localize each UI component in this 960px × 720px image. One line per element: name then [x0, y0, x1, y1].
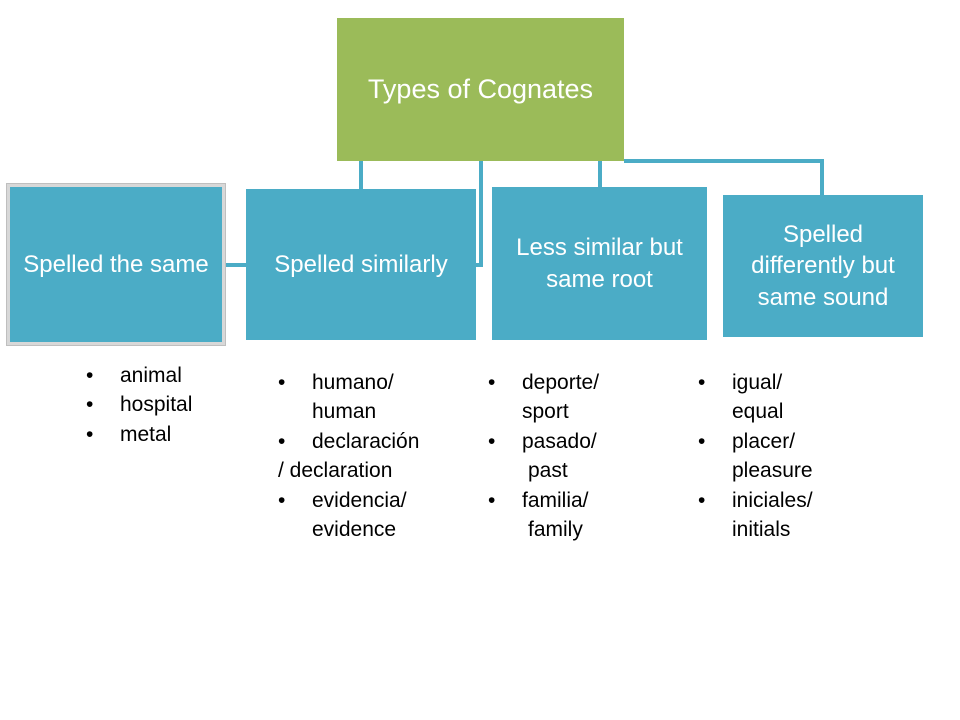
root-node-types-of-cognates: Types of Cognates	[337, 18, 624, 161]
example-text: pasado/	[522, 429, 597, 453]
category-node-spelled-the-same: Spelled the same	[6, 183, 226, 346]
list-item: • deporte/ sport	[488, 368, 658, 427]
category-node-spelled-similarly: Spelled similarly	[246, 189, 476, 340]
bullet-icon: •	[86, 364, 94, 387]
example-text: pleasure	[732, 459, 813, 483]
example-text: iniciales/	[732, 488, 813, 512]
list-item: • igual/ equal	[698, 368, 868, 427]
category-label: Spelled the same	[23, 250, 209, 278]
bullet-icon: •	[86, 393, 94, 417]
category-node-less-similar-same-root: Less similar but same root	[492, 187, 707, 340]
examples-list-spelled-the-same: • animal • hospital • metal	[86, 361, 236, 449]
example-text: familia/	[522, 488, 589, 512]
category-label: Less similar but same root	[516, 234, 683, 293]
example-text: declaración	[312, 429, 420, 453]
example-text: sport	[522, 400, 569, 424]
list-item: • iniciales/ initials	[698, 486, 868, 545]
example-text: deporte/	[522, 371, 600, 394]
list-item: • animal	[86, 361, 236, 390]
example-text: evidence	[312, 517, 397, 541]
example-text: metal	[120, 422, 172, 446]
example-text: initials	[732, 517, 791, 541]
example-text: past	[528, 459, 568, 483]
example-text: family	[528, 517, 583, 541]
root-node-label: Types of Cognates	[367, 73, 594, 104]
connector-to-spelled-differently	[624, 159, 824, 195]
bullet-icon: •	[278, 488, 286, 512]
list-item: • pasado/ past	[488, 427, 658, 486]
bullet-icon: •	[488, 429, 496, 453]
list-item: • metal	[86, 420, 236, 449]
category-label: Spelled differently but same sound	[751, 221, 895, 311]
list-item: • humano/ human	[278, 368, 458, 427]
list-item: • placer/ pleasure	[698, 427, 868, 486]
list-item: • familia/ family	[488, 486, 658, 545]
bullet-icon: •	[698, 488, 706, 512]
bullet-icon: •	[698, 371, 706, 394]
examples-list-spelled-differently-same-sound: • igual/ equal • placer/ pleasure • inic…	[698, 368, 868, 544]
category-label: Spelled similarly	[274, 250, 448, 278]
examples-list-less-similar-same-root: • deporte/ sport • pasado/ past • famili…	[488, 368, 658, 544]
category-node-spelled-differently-same-sound: Spelled differently but same sound	[723, 195, 923, 337]
examples-list-spelled-similarly: • humano/ human • declaración / declarat…	[278, 368, 458, 544]
bullet-icon: •	[278, 371, 286, 394]
example-text: evidencia/	[312, 488, 407, 512]
list-item: • evidencia/ evidence	[278, 486, 458, 545]
list-item: • declaración / declaration	[278, 427, 458, 486]
example-text: humano/	[312, 371, 394, 394]
bullet-icon: •	[488, 488, 496, 512]
example-text: equal	[732, 400, 784, 424]
bullet-icon: •	[278, 429, 286, 453]
example-text: human	[312, 400, 377, 424]
bullet-icon: •	[488, 371, 496, 394]
example-text: igual/	[732, 371, 783, 394]
bullet-icon: •	[698, 429, 706, 453]
bullet-icon: •	[86, 422, 94, 446]
example-text: placer/	[732, 429, 796, 453]
list-item: • hospital	[86, 390, 236, 419]
example-text: / declaration	[278, 459, 393, 483]
example-text: animal	[120, 364, 182, 387]
example-text: hospital	[120, 393, 193, 417]
